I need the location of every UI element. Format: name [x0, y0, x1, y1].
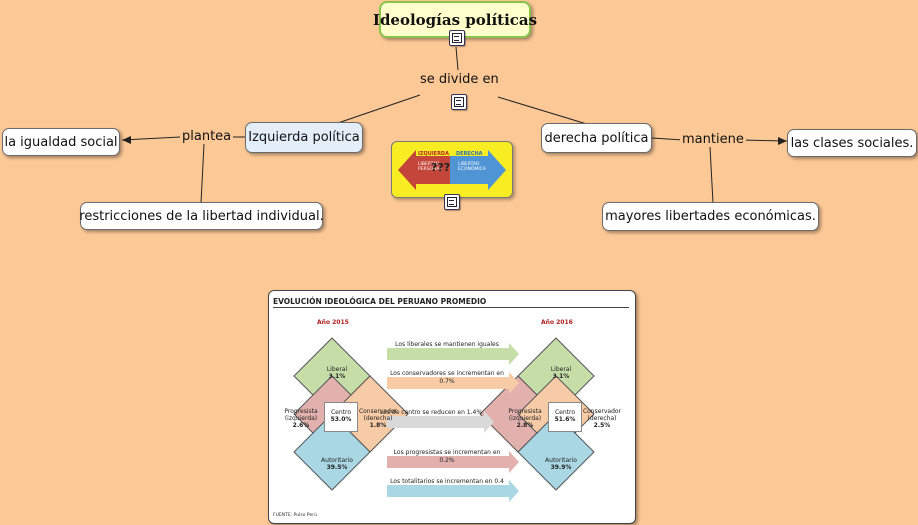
conservador-2016: Conservador (derecha)2.5%: [582, 408, 622, 430]
izquierda-label: IZQUIERDA: [418, 151, 449, 157]
arrow-text-conservadores: Los conservadores se incrementan en 0.7%: [390, 370, 504, 385]
progresista-2015: Progresista (izquierda)2.6%: [284, 408, 318, 430]
infographic-source: FUENTE: Pulso Perú: [273, 513, 317, 518]
document-icon[interactable]: [449, 30, 465, 46]
node-izquierda[interactable]: Izquierda política: [245, 122, 363, 153]
arrow-text-centro: Los de centro se reducen en 1.4%: [379, 409, 483, 416]
centro-box-2015: [324, 402, 358, 432]
progresista-2016: Progresista (izquierda)2.8%: [508, 408, 542, 430]
link-phrase-mantiene[interactable]: mantiene: [680, 132, 746, 147]
title-divider: [273, 307, 629, 308]
concept-libertades-economicas[interactable]: mayores libertades económicas.: [602, 202, 819, 231]
conservador-2015: Conservador (derecha)1.8%: [358, 408, 398, 430]
arrow-text-liberales: Los liberales se mantienen iguales: [395, 341, 499, 348]
link-phrase-divide[interactable]: se divide en: [418, 72, 501, 87]
arrow-text-progresistas: Los progresistas se incrementan en 0.2%: [393, 449, 501, 464]
concept-clases-sociales[interactable]: las clases sociales.: [787, 129, 917, 157]
arrow-text-totalitarios: Los totalitarios se incrementan en 0.4: [390, 478, 504, 485]
document-icon[interactable]: [444, 194, 460, 210]
node-derecha[interactable]: derecha política: [541, 123, 652, 153]
left-right-arrows: [398, 150, 506, 190]
libertad-personal-label: LIBERTAD PERSONAL: [418, 162, 443, 172]
left-right-image[interactable]: IZQUIERDA DERECHA LIBERTAD PERSONAL LIBE…: [391, 141, 513, 198]
link-phrase-plantea[interactable]: plantea: [180, 129, 234, 144]
infographic-image[interactable]: EVOLUCIÓN IDEOLÓGICA DEL PERUANO PROMEDI…: [268, 290, 636, 524]
derecha-label: DERECHA: [456, 151, 483, 157]
document-icon[interactable]: [451, 94, 467, 110]
year-2016: Año 2016: [541, 319, 573, 326]
libertad-economica-label: LIBERTAD ECONÓMICA: [458, 162, 486, 172]
concept-igualdad-social[interactable]: la igualdad social: [2, 128, 120, 156]
year-2015: Año 2015: [317, 319, 349, 326]
concept-restricciones[interactable]: restricciones de la libertad individual.: [79, 202, 324, 230]
infographic-title: EVOLUCIÓN IDEOLÓGICA DEL PERUANO PROMEDI…: [273, 297, 487, 306]
centro-box-2016: [548, 402, 582, 432]
diamond-charts: [293, 337, 595, 502]
question-marks: ???: [431, 161, 451, 174]
